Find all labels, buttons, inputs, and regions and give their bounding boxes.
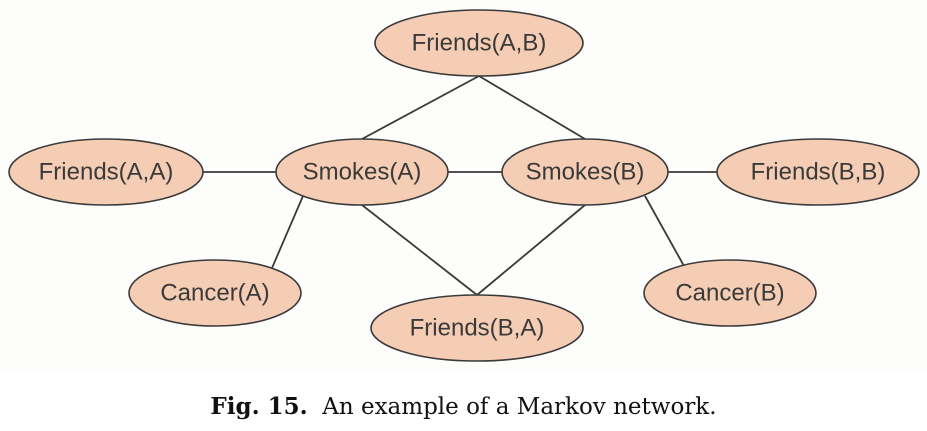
edge-smokes-b--friends-ba <box>476 204 586 296</box>
edge-smokes-b--cancer-b <box>644 195 685 267</box>
node-ellipse <box>374 9 584 77</box>
markov-network-diagram: Friends(A,B) Friends(A,A) Smokes(A) Smokes(… <box>8 9 920 362</box>
node-cancer-a: Cancer(A) <box>128 259 302 327</box>
node-smokes-a: Smokes(A) <box>275 138 449 206</box>
node-ellipse <box>128 259 302 327</box>
edge-smokes-a--friends-ba <box>361 204 478 296</box>
node-friends-bb: Friends(B,B) <box>716 138 920 206</box>
node-ellipse <box>8 138 204 206</box>
node-friends-ab: Friends(A,B) <box>374 9 584 77</box>
node-ellipse <box>716 138 920 206</box>
node-label: Friends(B,A) <box>410 315 545 342</box>
node-label: Smokes(B) <box>526 159 645 186</box>
node-friends-aa: Friends(A,A) <box>8 138 204 206</box>
node-cancer-b: Cancer(B) <box>643 259 817 327</box>
node-label: Friends(A,A) <box>39 159 174 186</box>
node-friends-ba: Friends(B,A) <box>370 294 584 362</box>
node-label: Friends(B,B) <box>751 159 886 186</box>
node-ellipse <box>275 138 449 206</box>
figure-caption: Fig. 15. An example of a Markov network. <box>0 393 927 420</box>
node-label: Cancer(A) <box>160 280 269 307</box>
caption-label: Fig. 15. <box>210 393 308 420</box>
node-label: Friends(A,B) <box>412 30 547 57</box>
node-label: Smokes(A) <box>303 159 422 186</box>
node-ellipse <box>370 294 584 362</box>
node-ellipse <box>501 138 669 206</box>
edges <box>203 75 717 296</box>
edge-smokes-a--cancer-a <box>271 195 304 269</box>
caption-text: An example of a Markov network. <box>322 394 717 420</box>
node-label: Cancer(B) <box>675 280 784 307</box>
edge-friends-ab--smokes-a <box>361 75 480 140</box>
markov-network-figure: Friends(A,B) Friends(A,A) Smokes(A) Smokes(… <box>8 9 920 362</box>
edge-friends-ab--smokes-b <box>478 75 586 140</box>
node-ellipse <box>643 259 817 327</box>
node-smokes-b: Smokes(B) <box>501 138 669 206</box>
nodes: Friends(A,B) Friends(A,A) Smokes(A) Smokes(… <box>8 9 920 362</box>
